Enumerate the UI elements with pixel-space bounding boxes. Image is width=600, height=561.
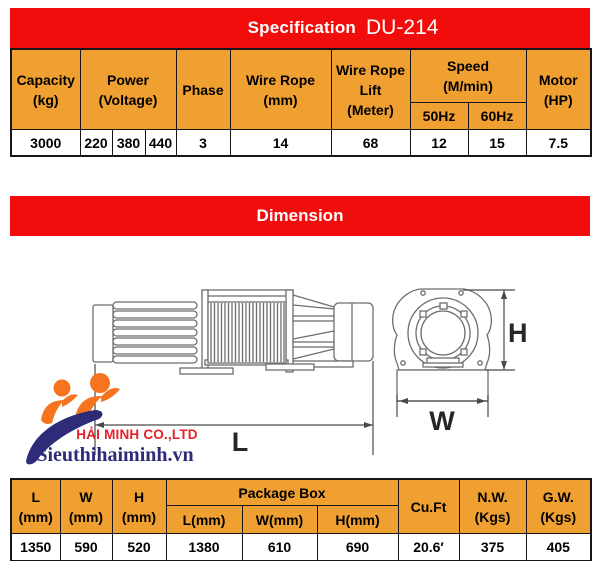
pkg-header-cuft: Cu.Ft (397, 478, 460, 534)
model-number: DU-214 (366, 16, 439, 39)
pkg-value-w: 590 (59, 533, 113, 561)
spec-value-wire-rope: 14 (229, 129, 332, 157)
spec-header-wire-rope-lift: Wire Rope Lift (Meter) (330, 48, 411, 130)
pkg-header-h: H (mm) (111, 478, 167, 534)
pkg-value-gw: 405 (525, 533, 592, 561)
winch-technical-drawing: L (92, 288, 528, 457)
spec-header-motor: Motor (HP) (525, 48, 592, 130)
width-dimension: W (396, 395, 489, 436)
left-foot (179, 367, 234, 375)
pkg-value-nw: 375 (458, 533, 527, 561)
specification-title: Specification (247, 18, 357, 37)
pkg-header-w: W (mm) (59, 478, 113, 534)
spec-header-phase: Phase (175, 48, 231, 130)
spec-header-wire-rope: Wire Rope (mm) (229, 48, 332, 130)
gear-housing (333, 302, 374, 362)
logo-swoosh-icon (26, 410, 103, 465)
pkg-header-package-box: Package Box (165, 478, 399, 506)
specification-table: Capacity (kg) Power (Voltage) Phase Wire… (10, 48, 593, 157)
pkg-header-l: L (mm) (10, 478, 61, 534)
length-label: L (232, 427, 249, 457)
rope-drum (207, 301, 287, 364)
pkg-header-pkg-h: H(mm) (316, 505, 399, 534)
spec-header-speed-60hz: 60Hz (467, 102, 527, 130)
motor-fins (112, 301, 198, 364)
pkg-header-pkg-l: L(mm) (165, 505, 243, 534)
pkg-value-cuft: 20.6′ (397, 533, 460, 561)
pkg-value-l: 1350 (10, 533, 61, 561)
right-foot (265, 363, 315, 371)
spec-value-speed-50hz: 12 (409, 129, 469, 157)
spec-value-motor: 7.5 (525, 129, 592, 157)
pkg-value-pkg-w: 610 (241, 533, 318, 561)
specification-banner: Specification DU-214 (10, 8, 590, 48)
winch-end-view: H W (391, 288, 528, 436)
pkg-value-h: 520 (111, 533, 167, 561)
pkg-value-pkg-h: 690 (316, 533, 399, 561)
spec-header-power: Power (Voltage) (79, 48, 177, 130)
spec-value-voltage-380: 380 (111, 129, 146, 157)
end-view-base (396, 369, 489, 402)
height-dimension: H (463, 289, 528, 371)
spec-value-lift: 68 (330, 129, 411, 157)
pkg-header-pkg-w: W(mm) (241, 505, 318, 534)
package-table: L (mm) W (mm) H (mm) Package Box Cu.Ft N… (10, 478, 592, 561)
pkg-value-pkg-l: 1380 (165, 533, 243, 561)
website-name: Sieuthihaiminh.vn (36, 444, 194, 466)
spec-value-speed-60hz: 15 (467, 129, 527, 157)
spec-value-phase: 3 (175, 129, 231, 157)
spec-header-speed: Speed (M/min) (409, 48, 527, 103)
height-label: H (508, 318, 528, 348)
spec-value-capacity: 3000 (10, 129, 81, 157)
dimension-banner: Dimension (10, 196, 590, 236)
pkg-header-gw: G.W. (Kgs) (525, 478, 592, 534)
spec-value-voltage-220: 220 (79, 129, 113, 157)
pkg-header-nw: N.W. (Kgs) (458, 478, 527, 534)
width-label: W (429, 406, 455, 436)
winch-side-view: L (92, 289, 374, 457)
spec-value-voltage-440: 440 (144, 129, 177, 157)
company-logo: HẢI MINH CO.,LTD Sieuthihaiminh.vn (15, 368, 215, 480)
length-dimension: L (94, 361, 374, 457)
company-name: HẢI MINH CO.,LTD (76, 427, 198, 442)
spec-header-capacity: Capacity (kg) (10, 48, 81, 130)
rope-guide-linkage (292, 294, 335, 360)
logo-graphic (26, 373, 120, 465)
drum-face (407, 297, 479, 369)
dimension-title: Dimension (256, 206, 344, 225)
spec-header-speed-50hz: 50Hz (409, 102, 469, 130)
